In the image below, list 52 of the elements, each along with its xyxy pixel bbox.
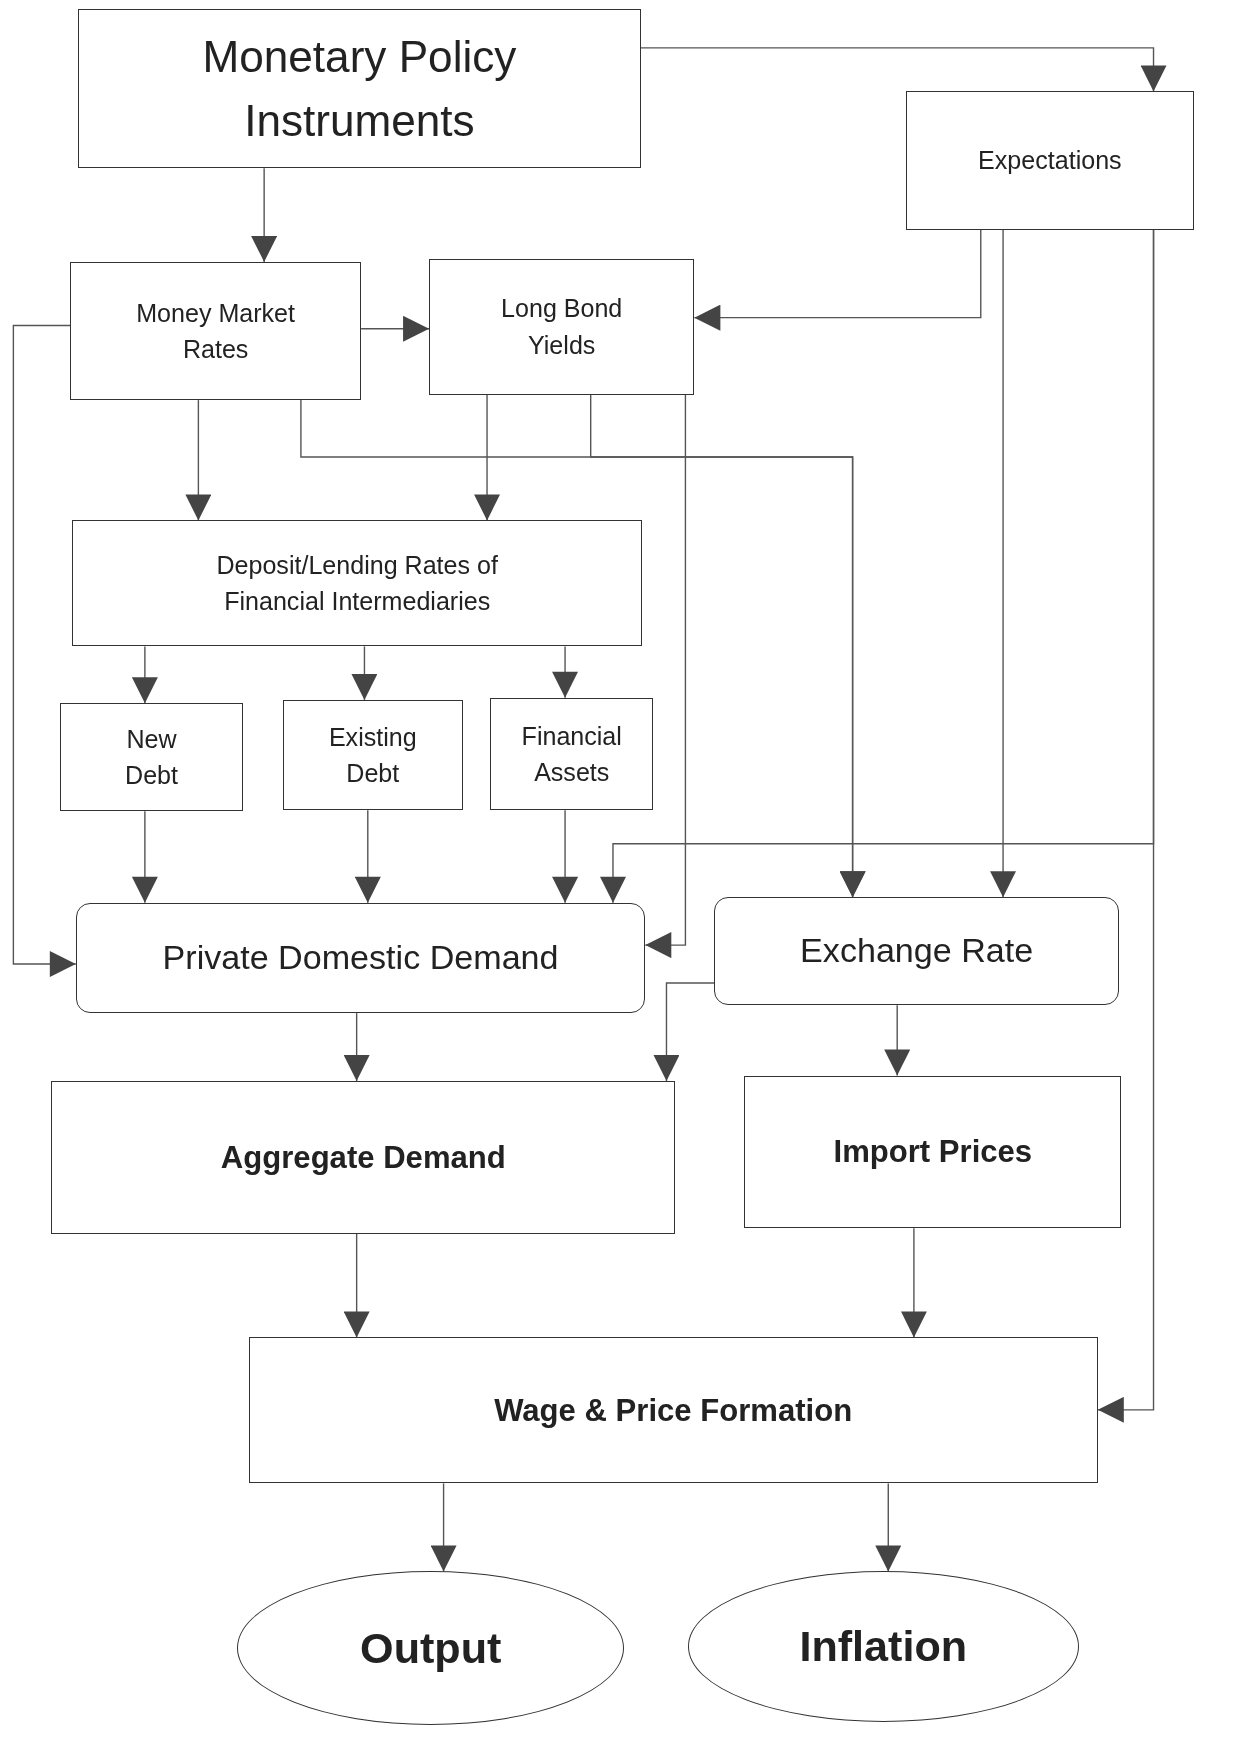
- arrow: [552, 645, 579, 699]
- node-label: Existing Debt: [327, 721, 418, 790]
- arrow: [343, 1012, 370, 1082]
- arrow: [474, 393, 501, 522]
- node-label: Wage & Price Formation: [494, 1391, 853, 1430]
- node-label: New Debt: [124, 723, 180, 792]
- arrow: [131, 810, 158, 904]
- process-box: [51, 1081, 676, 1234]
- node-label: Monetary Policy Instruments: [201, 30, 518, 147]
- arrow: [360, 315, 430, 342]
- arrow: [644, 393, 687, 959]
- process-box: [70, 261, 362, 401]
- process-box: [248, 1337, 1098, 1484]
- arrow: [131, 645, 158, 704]
- arrow: [354, 809, 381, 904]
- process-box: [78, 8, 641, 169]
- process-box: [744, 1075, 1122, 1229]
- process-box: [283, 699, 463, 811]
- node-label: Exchange Rate: [800, 930, 1034, 972]
- arrow: [251, 167, 278, 263]
- arrow: [590, 393, 866, 898]
- arrow: [990, 228, 1017, 898]
- process-box: [490, 697, 654, 811]
- node-label: Inflation: [799, 1621, 968, 1673]
- process-box: [429, 258, 695, 395]
- node-label: Private Domestic Demand: [162, 937, 559, 979]
- arrow: [552, 809, 579, 904]
- node-label: Import Prices: [833, 1133, 1033, 1172]
- process-box: [72, 520, 642, 647]
- node-label: Long Bond Yields: [500, 293, 624, 361]
- arrow: [900, 1227, 927, 1339]
- node-label: Money Market Rates: [135, 297, 297, 365]
- node-label: Financial Assets: [520, 720, 623, 788]
- rounded-box: [75, 902, 646, 1014]
- process-box: [906, 91, 1194, 230]
- node-label: Output: [360, 1623, 502, 1675]
- arrow: [875, 1482, 902, 1573]
- node-label: Aggregate Demand: [220, 1138, 506, 1177]
- arrow: [653, 982, 716, 1082]
- arrow: [600, 228, 1155, 904]
- process-box: [60, 703, 243, 812]
- arrow: [343, 1233, 370, 1339]
- arrow: [185, 399, 212, 522]
- arrow: [884, 1004, 911, 1077]
- node-label: Expectations: [978, 145, 1122, 177]
- arrow: [693, 228, 982, 331]
- arrow: [640, 47, 1167, 93]
- arrow: [12, 324, 77, 978]
- node-label: Deposit/Lending Rates of Financial Intermediaries: [215, 550, 499, 618]
- rounded-box: [714, 897, 1119, 1006]
- arrow: [430, 1482, 457, 1573]
- arrow: [351, 645, 378, 701]
